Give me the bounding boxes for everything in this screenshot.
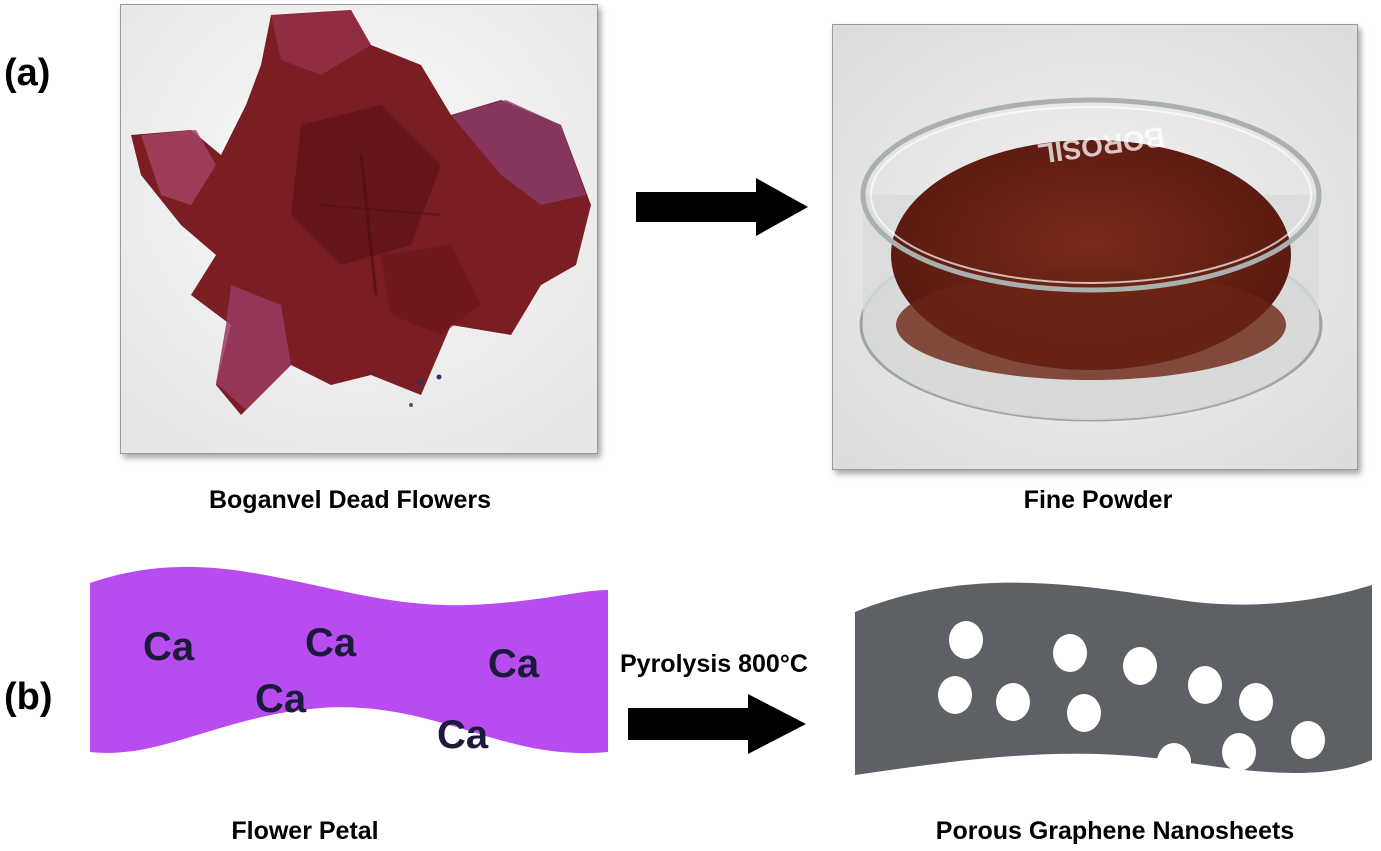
pyrolysis-label: Pyrolysis 800°C [620,650,808,678]
ca-label: Ca [488,642,540,686]
pore [1222,733,1256,771]
ca-label: Ca [305,621,357,665]
ca-label: Ca [143,625,195,669]
graphene-sheet [855,582,1372,775]
flower-petal-sheet [90,566,608,754]
flower-petal-caption: Flower Petal [231,817,379,845]
ca-label: Ca [437,713,489,757]
panel-a-label: (a) [4,52,51,94]
pore [1123,647,1157,685]
pore [1291,721,1325,759]
pore [1188,666,1222,704]
dead-flowers-caption: Boganvel Dead Flowers [208,486,492,514]
pore [1053,634,1087,672]
graphene-caption: Porous Graphene Nanosheets [935,817,1295,845]
pore [1157,743,1191,781]
pore [949,621,983,659]
arrow-a [636,178,808,236]
pore [1239,683,1273,721]
arrow-b [628,694,806,754]
ca-label: Ca [255,677,307,721]
panel-b-label: (b) [4,676,53,718]
dead-flowers-illustration [121,5,597,453]
fine-powder-photo: BOROSIL [832,24,1358,470]
fine-powder-caption: Fine Powder [1023,486,1173,514]
dead-flowers-photo [120,4,598,454]
pore [996,683,1030,721]
pore [1067,694,1101,732]
fine-powder-illustration: BOROSIL [833,25,1357,469]
pore [938,676,972,714]
